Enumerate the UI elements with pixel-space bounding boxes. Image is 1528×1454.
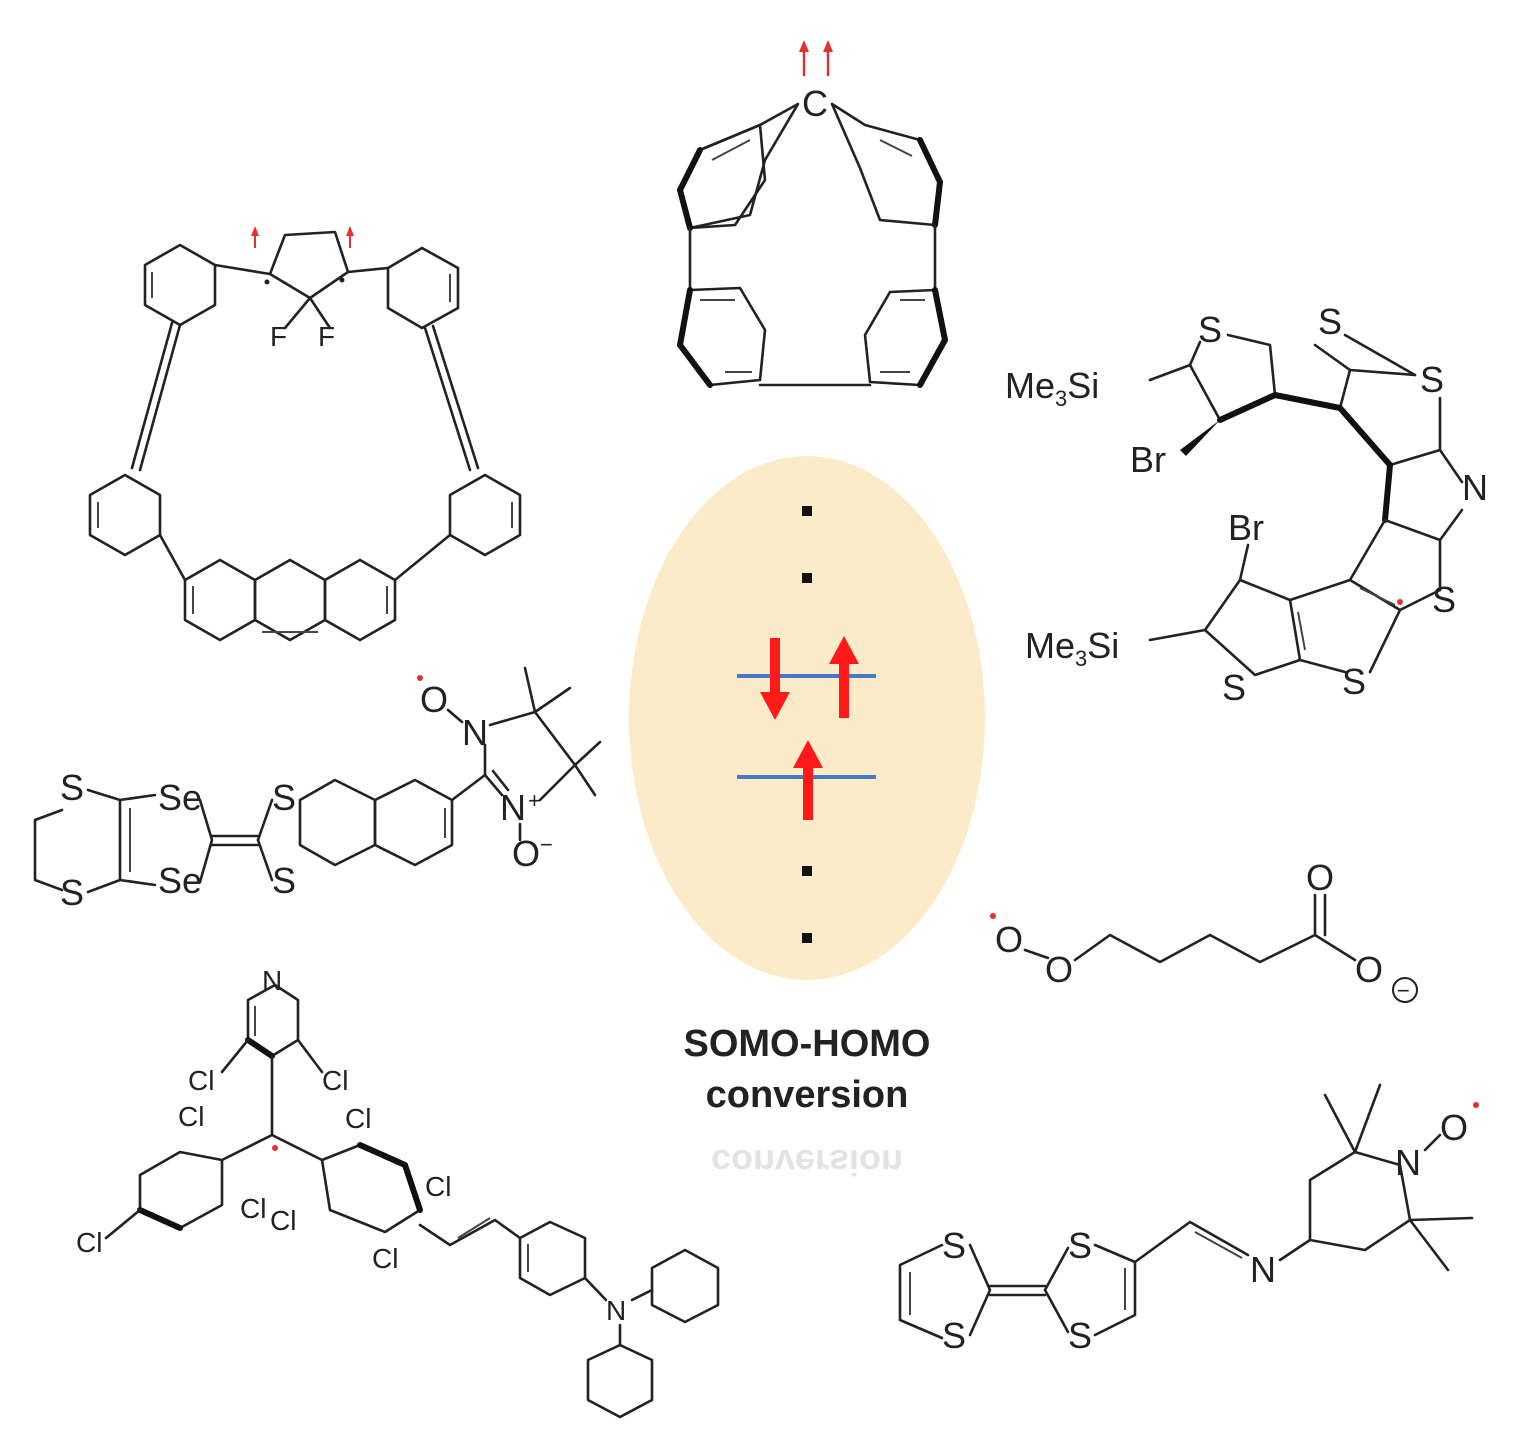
chlorine-label: Cl: [322, 1065, 348, 1096]
selenium-label: Se: [158, 860, 202, 901]
ellipsis-dot: [802, 933, 812, 943]
fluorine-label: F: [318, 321, 335, 352]
radical-dot: [264, 279, 270, 285]
sulfur-label: S: [60, 872, 84, 913]
bromine-label: Br: [1130, 439, 1166, 480]
ellipsis-dot: [802, 506, 812, 516]
sulfur-label: S: [1198, 309, 1222, 350]
oxygen-label: O: [1045, 949, 1073, 990]
thiophene-helicene: Me3Si Br S S S N Br S Me3Si S S: [1005, 301, 1488, 708]
sulfur-label: S: [60, 767, 84, 808]
radical-dot: [339, 277, 345, 283]
sulfur-label: S: [272, 860, 296, 901]
wedge-bond: [1180, 420, 1220, 456]
chlorine-label: Cl: [178, 1101, 204, 1132]
sulfur-label: S: [1342, 661, 1366, 702]
caption-reflection: conversion: [711, 1142, 903, 1183]
chlorine-label: Cl: [76, 1227, 102, 1258]
spin-up-arrow: [799, 40, 833, 76]
trityl-radical: N Cl Cl Cl Cl Cl Cl Cl Cl Cl N: [76, 965, 720, 1419]
minus-charge: −: [1397, 978, 1410, 1003]
selenium-label: Se: [158, 777, 202, 818]
ttf-nitronyl-nitroxide: S S Se Se S S O N N + O −: [33, 666, 602, 913]
me3si-label: Me3Si: [1005, 365, 1099, 411]
radical-dot: [272, 1145, 278, 1151]
diradical-macrocycle: F F: [88, 226, 522, 642]
chlorine-label: Cl: [345, 1103, 371, 1134]
spin-up-arrow: [793, 740, 823, 820]
chlorine-label: Cl: [372, 1243, 398, 1274]
oxygen-label: O: [1355, 949, 1383, 990]
peroxy-radical: O O O O −: [990, 857, 1418, 1003]
sulfur-label: S: [1068, 1315, 1092, 1356]
spin-up-arrow: [251, 226, 354, 248]
sulfur-label: S: [1432, 579, 1456, 620]
radical-dot: [417, 675, 423, 681]
plus-charge: +: [528, 788, 541, 813]
sulfur-label: S: [942, 1315, 966, 1356]
fluorine-label: F: [270, 321, 287, 352]
oxygen-label: O: [512, 833, 540, 874]
oxygen-label: O: [420, 679, 448, 720]
chlorine-label: Cl: [240, 1193, 266, 1224]
me3si-label: Me3Si: [1025, 625, 1119, 671]
carbene-macrocycle: C: [677, 40, 948, 388]
oxygen-label: O: [1306, 857, 1334, 898]
sulfur-label: S: [1318, 301, 1342, 342]
spin-down-arrow: [760, 638, 790, 720]
nitrogen-label: N: [500, 787, 526, 828]
caption-line-1: SOMO-HOMO: [684, 1023, 931, 1065]
oxygen-label: O: [995, 919, 1023, 960]
radical-dot: [990, 913, 996, 919]
chlorine-label: Cl: [188, 1065, 214, 1096]
nitrogen-label: N: [606, 1295, 626, 1326]
sulfur-label: S: [1420, 359, 1444, 400]
radical-dot: [1473, 1102, 1479, 1108]
sulfur-label: S: [1068, 1225, 1092, 1266]
sulfur-label: S: [272, 777, 296, 818]
chlorine-label: Cl: [425, 1171, 451, 1202]
oxygen-label: O: [1440, 1107, 1468, 1148]
spin-up-arrow: [829, 636, 859, 718]
carbene-c-label: C: [802, 83, 828, 124]
caption-line-2: conversion: [706, 1074, 909, 1116]
chlorine-label: Cl: [270, 1205, 296, 1236]
minus-charge: −: [540, 832, 553, 857]
negative-charge: [1392, 977, 1418, 1003]
nitrogen-label: N: [1250, 1249, 1276, 1290]
orbital-ellipse: [629, 456, 985, 980]
nitrogen-label: N: [1395, 1142, 1421, 1183]
bromine-label: Br: [1228, 507, 1264, 548]
ellipsis-dot: [802, 573, 812, 583]
sulfur-label: S: [942, 1225, 966, 1266]
orbital-diagram: [629, 456, 985, 980]
ttf-tempo: S S S S N N O: [898, 1083, 1479, 1356]
radical-dot: [1397, 599, 1403, 605]
nitrogen-label: N: [1462, 467, 1488, 508]
ellipsis-dot: [802, 866, 812, 876]
sulfur-label: S: [1222, 667, 1246, 708]
nitrogen-label: N: [462, 712, 488, 753]
